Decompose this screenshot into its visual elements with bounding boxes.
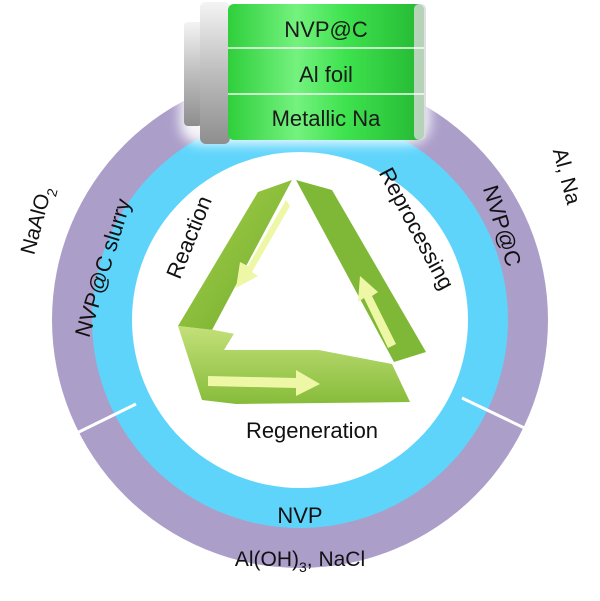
divider-left: [33, 402, 137, 456]
recycling-triangle: [178, 180, 426, 404]
arrow-left: [236, 200, 290, 288]
arrow-right: [358, 276, 396, 348]
triangle-band-right: [296, 180, 426, 362]
triangle-hole: [224, 232, 372, 350]
battery-layer-metallic-na: Metallic Na: [272, 106, 382, 131]
battery-end: [414, 4, 426, 140]
label-al-oh3-nacl: Al(OH)3, NaCl: [235, 548, 365, 575]
battery-cap: [200, 2, 230, 144]
battery-layer-al-foil: Al foil: [299, 62, 353, 87]
label-nvp: NVP: [277, 503, 322, 528]
battery-terminal: [184, 22, 202, 126]
battery: NVP@C Al foil Metallic Na: [184, 2, 426, 144]
triangle-band-left: [178, 180, 292, 330]
battery-layer-nvpc: NVP@C: [284, 17, 368, 42]
label-regeneration: Regeneration: [246, 418, 378, 443]
label-al-na: Al, Na: [548, 146, 585, 208]
divider-right: [461, 396, 567, 450]
battery-cell: [228, 4, 424, 140]
label-naalo2: NaAlO2: [17, 184, 61, 258]
arrow-bottom: [208, 370, 320, 396]
